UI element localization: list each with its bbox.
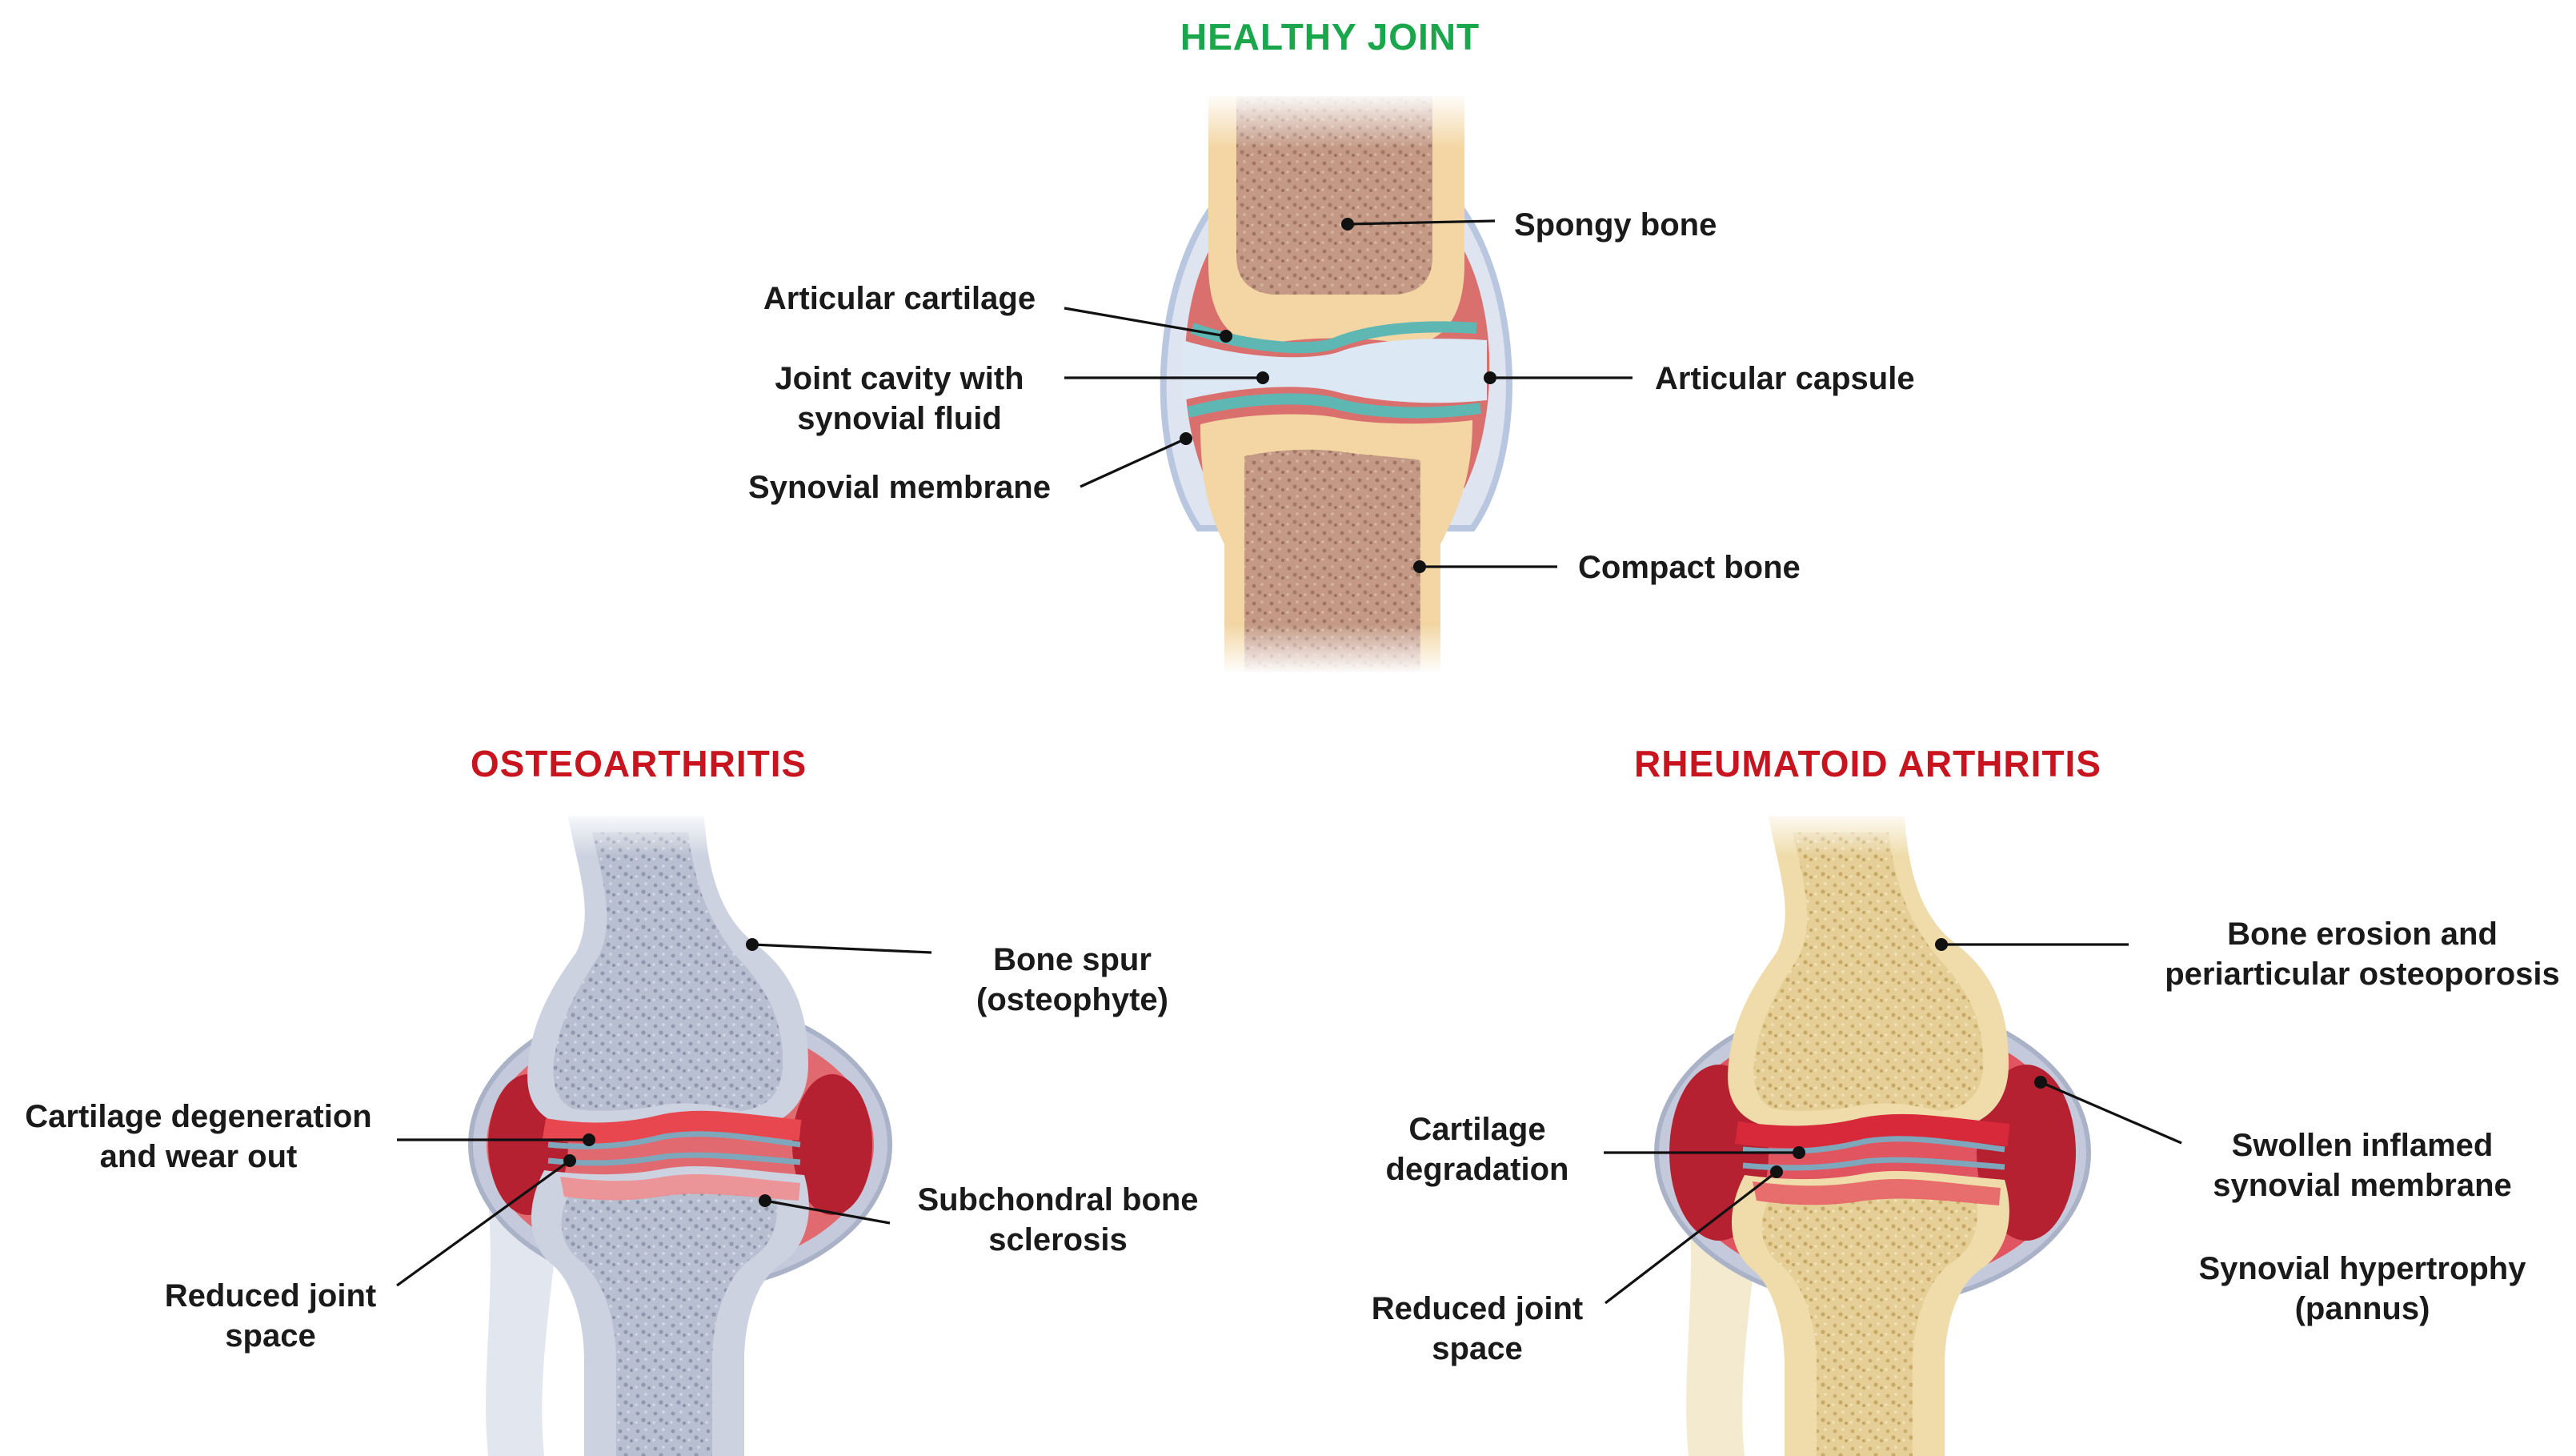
- healthy-title: HEALTHY JOINT: [1180, 16, 1480, 58]
- oa-sclerosis: [560, 1174, 800, 1201]
- oa-thin-cartilage-lower: [547, 1152, 801, 1166]
- label-spongy-bone: Spongy bone: [1514, 207, 1717, 243]
- label-cartilage-degeneration-line1: Cartilage degeneration: [25, 1099, 371, 1134]
- osteoarthritis-panel: OSTEOARTHRITIS Bone spur (osteophyte) Ca…: [25, 743, 1199, 1456]
- oa-leaders: [396, 938, 932, 1287]
- oa-synovium-dark-right: [792, 1074, 872, 1215]
- label-articular-capsule: Articular capsule: [1655, 361, 1915, 396]
- label-ra-cartilage-line1: Cartilage: [1408, 1112, 1545, 1147]
- label-oa-reduced-line1: Reduced joint: [165, 1278, 376, 1314]
- oa-damaged-cartilage: [542, 1110, 802, 1144]
- label-articular-cartilage: Articular cartilage: [763, 281, 1036, 316]
- ra-thin-cartilage-lower: [1742, 1157, 2005, 1171]
- label-subchondral-line2: sclerosis: [988, 1222, 1127, 1257]
- label-hypertrophy-line1: Synovial hypertrophy: [2199, 1251, 2527, 1286]
- label-bone-spur-line2: (osteophyte): [976, 982, 1168, 1017]
- oa-thin-cartilage: [547, 1131, 801, 1149]
- osteoarthritis-title: OSTEOARTHRITIS: [471, 743, 807, 784]
- joint-cavity: [1183, 339, 1487, 403]
- label-oa-reduced-line2: space: [225, 1318, 315, 1354]
- label-erosion-line2: periarticular osteoporosis: [2165, 957, 2559, 992]
- label-synovial-membrane: Synovial membrane: [748, 470, 1051, 505]
- label-hypertrophy-line2: (pannus): [2295, 1291, 2430, 1326]
- rheumatoid-panel: RHEUMATOID ARTHRITIS Bone erosion and pe…: [1372, 743, 2560, 1456]
- label-cartilage-degeneration-line2: and wear out: [100, 1139, 298, 1174]
- oa-upper-spongy: [553, 832, 783, 1111]
- ra-lower-spongy: [1761, 1196, 1977, 1456]
- label-subchondral-line1: Subchondral bone: [917, 1182, 1198, 1217]
- ra-erosion-band: [1753, 1179, 2001, 1205]
- label-ra-reduced-line2: space: [1432, 1331, 1522, 1366]
- healthy-joint-panel: HEALTHY JOINT Spongy bone Articu: [748, 16, 1915, 674]
- label-erosion-line1: Bone erosion and: [2227, 917, 2498, 952]
- label-swollen-line1: Swollen inflamed: [2232, 1128, 2494, 1163]
- ra-upper-spongy: [1753, 832, 1984, 1111]
- label-compact-bone: Compact bone: [1578, 550, 1801, 585]
- oa-fibula: [486, 1201, 560, 1456]
- oa-lower-spongy: [561, 1192, 777, 1456]
- upper-cartilage: [1190, 321, 1477, 354]
- ra-inflamed-band: [1735, 1113, 2010, 1149]
- label-ra-reduced-line1: Reduced joint: [1372, 1291, 1583, 1326]
- rheumatoid-title: RHEUMATOID ARTHRITIS: [1634, 743, 2101, 784]
- label-ra-cartilage-line2: degradation: [1386, 1152, 1569, 1187]
- label-joint-cavity-line2: synovial fluid: [797, 401, 1002, 436]
- ra-thin-cartilage: [1742, 1136, 2005, 1154]
- lower-bone-spongy: [1244, 449, 1420, 672]
- ra-leaders: [1604, 938, 2182, 1305]
- label-swollen-line2: synovial membrane: [2213, 1168, 2512, 1203]
- label-bone-spur-line1: Bone spur: [993, 942, 1152, 977]
- lower-cartilage: [1187, 393, 1481, 419]
- label-joint-cavity-line1: Joint cavity with: [775, 361, 1024, 396]
- healthy-leaders: [1064, 218, 1633, 573]
